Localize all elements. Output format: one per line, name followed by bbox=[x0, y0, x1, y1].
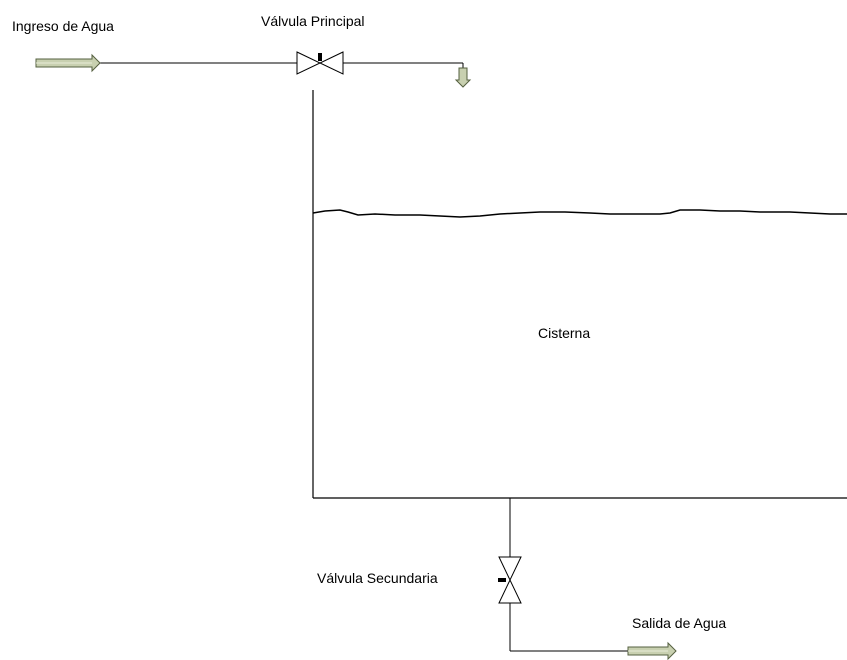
water-surface-line bbox=[312, 209, 847, 218]
overflow-down-arrow-icon bbox=[454, 67, 472, 88]
main-valve-label: Válvula Principal bbox=[261, 13, 365, 29]
secondary-valve-icon bbox=[498, 556, 522, 604]
main-valve-icon bbox=[296, 51, 344, 75]
secondary-valve-label: Válvula Secundaria bbox=[317, 570, 438, 586]
outlet-label: Salida de Agua bbox=[632, 615, 727, 631]
inlet-arrow-icon bbox=[35, 53, 101, 73]
outlet-arrow-icon bbox=[627, 641, 677, 660]
inlet-label: Ingreso de Agua bbox=[12, 18, 114, 34]
tank-label: Cisterna bbox=[538, 325, 591, 341]
